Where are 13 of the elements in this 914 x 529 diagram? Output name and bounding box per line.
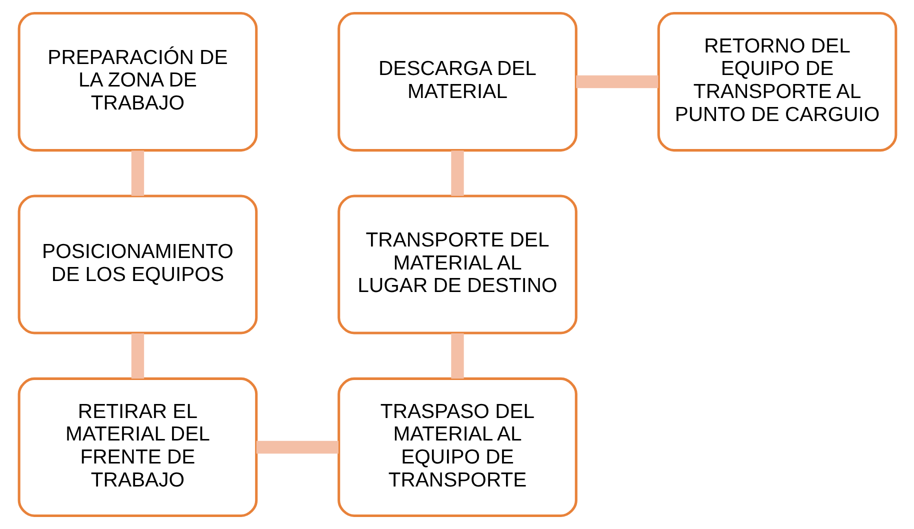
node-box: POSICIONAMIENTO DE LOS EQUIPOS	[17, 194, 258, 334]
node-box: RETIRAR EL MATERIAL DEL FRENTE DE TRABAJO	[17, 377, 258, 518]
node-box: DESCARGA DEL MATERIAL	[337, 12, 577, 152]
node-box: TRANSPORTE DEL MATERIAL AL LUGAR DE DESTINO	[337, 194, 577, 334]
node-box: RETORNO DEL EQUIPO DE TRANSPORTE AL PUNTO DE CARGUIO	[656, 12, 897, 152]
connector	[256, 440, 338, 454]
node-box: TRASPASO DEL MATERIAL AL EQUIPO DE TRANSPORTE	[337, 377, 577, 518]
connector	[450, 333, 464, 379]
connector	[130, 150, 144, 196]
connector	[450, 150, 464, 196]
connector	[130, 333, 144, 379]
connector	[576, 75, 658, 88]
node-box: PREPARACIÓN DE LA ZONA DE TRABAJO	[17, 12, 258, 152]
